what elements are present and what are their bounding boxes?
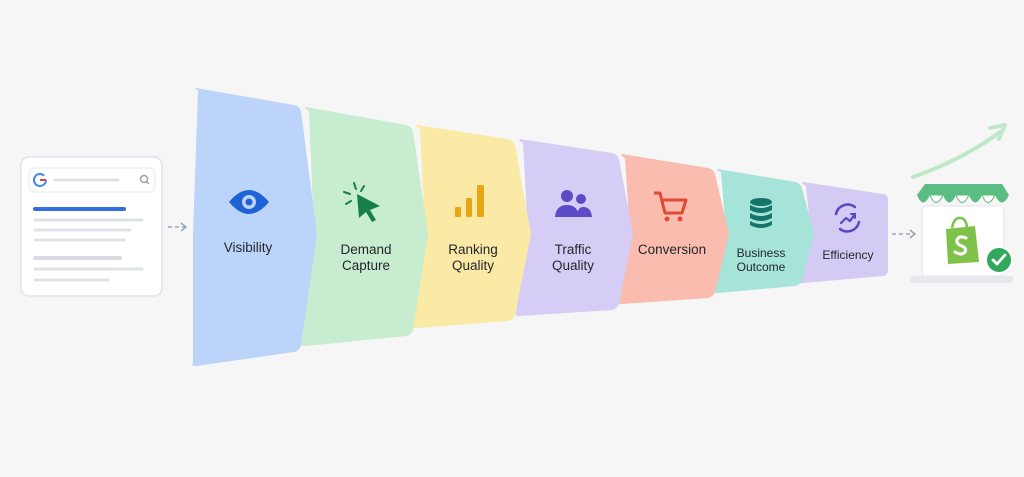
google-g-icon <box>33 173 47 187</box>
stage-label-conversion: Conversion <box>637 242 707 257</box>
stage-label-efficiency: Efficiency <box>822 248 874 262</box>
stage-shape-traffic-quality <box>515 139 633 317</box>
stage-shape-visibility <box>192 88 317 367</box>
stage-shape-business-outcome <box>713 169 814 294</box>
users-icon <box>555 190 592 217</box>
search-icon <box>139 174 150 185</box>
bar-chart-icon <box>455 185 484 217</box>
growth-arrow-icon <box>911 123 1007 179</box>
funnel-stages <box>192 88 888 367</box>
stage-label-ranking-quality: Ranking Quality <box>448 242 498 273</box>
cursor-click-icon <box>343 182 380 222</box>
search-results-card <box>20 156 163 297</box>
connector-arrow-right <box>892 229 917 239</box>
stage-shape-demand-capture <box>301 107 428 347</box>
stage-shape-efficiency <box>798 182 888 284</box>
stage-label-visibility: Visibility <box>223 240 273 255</box>
database-icon <box>750 198 772 228</box>
check-icon <box>985 246 1013 274</box>
stage-shape-ranking-quality <box>412 125 531 329</box>
stage-label-traffic-quality: Traffic Quality <box>551 242 595 273</box>
connector-arrow-left <box>168 222 188 232</box>
eye-icon <box>229 190 269 214</box>
stage-shape-conversion <box>617 154 729 305</box>
shopify-bag-icon <box>946 216 979 264</box>
stage-label-demand-capture: Demand Capture <box>340 242 392 273</box>
awning-scallops <box>917 194 1009 203</box>
refresh-growth-icon <box>834 203 861 233</box>
cart-icon <box>654 191 688 222</box>
stage-label-business-outcome: Business Outcome <box>736 246 786 274</box>
